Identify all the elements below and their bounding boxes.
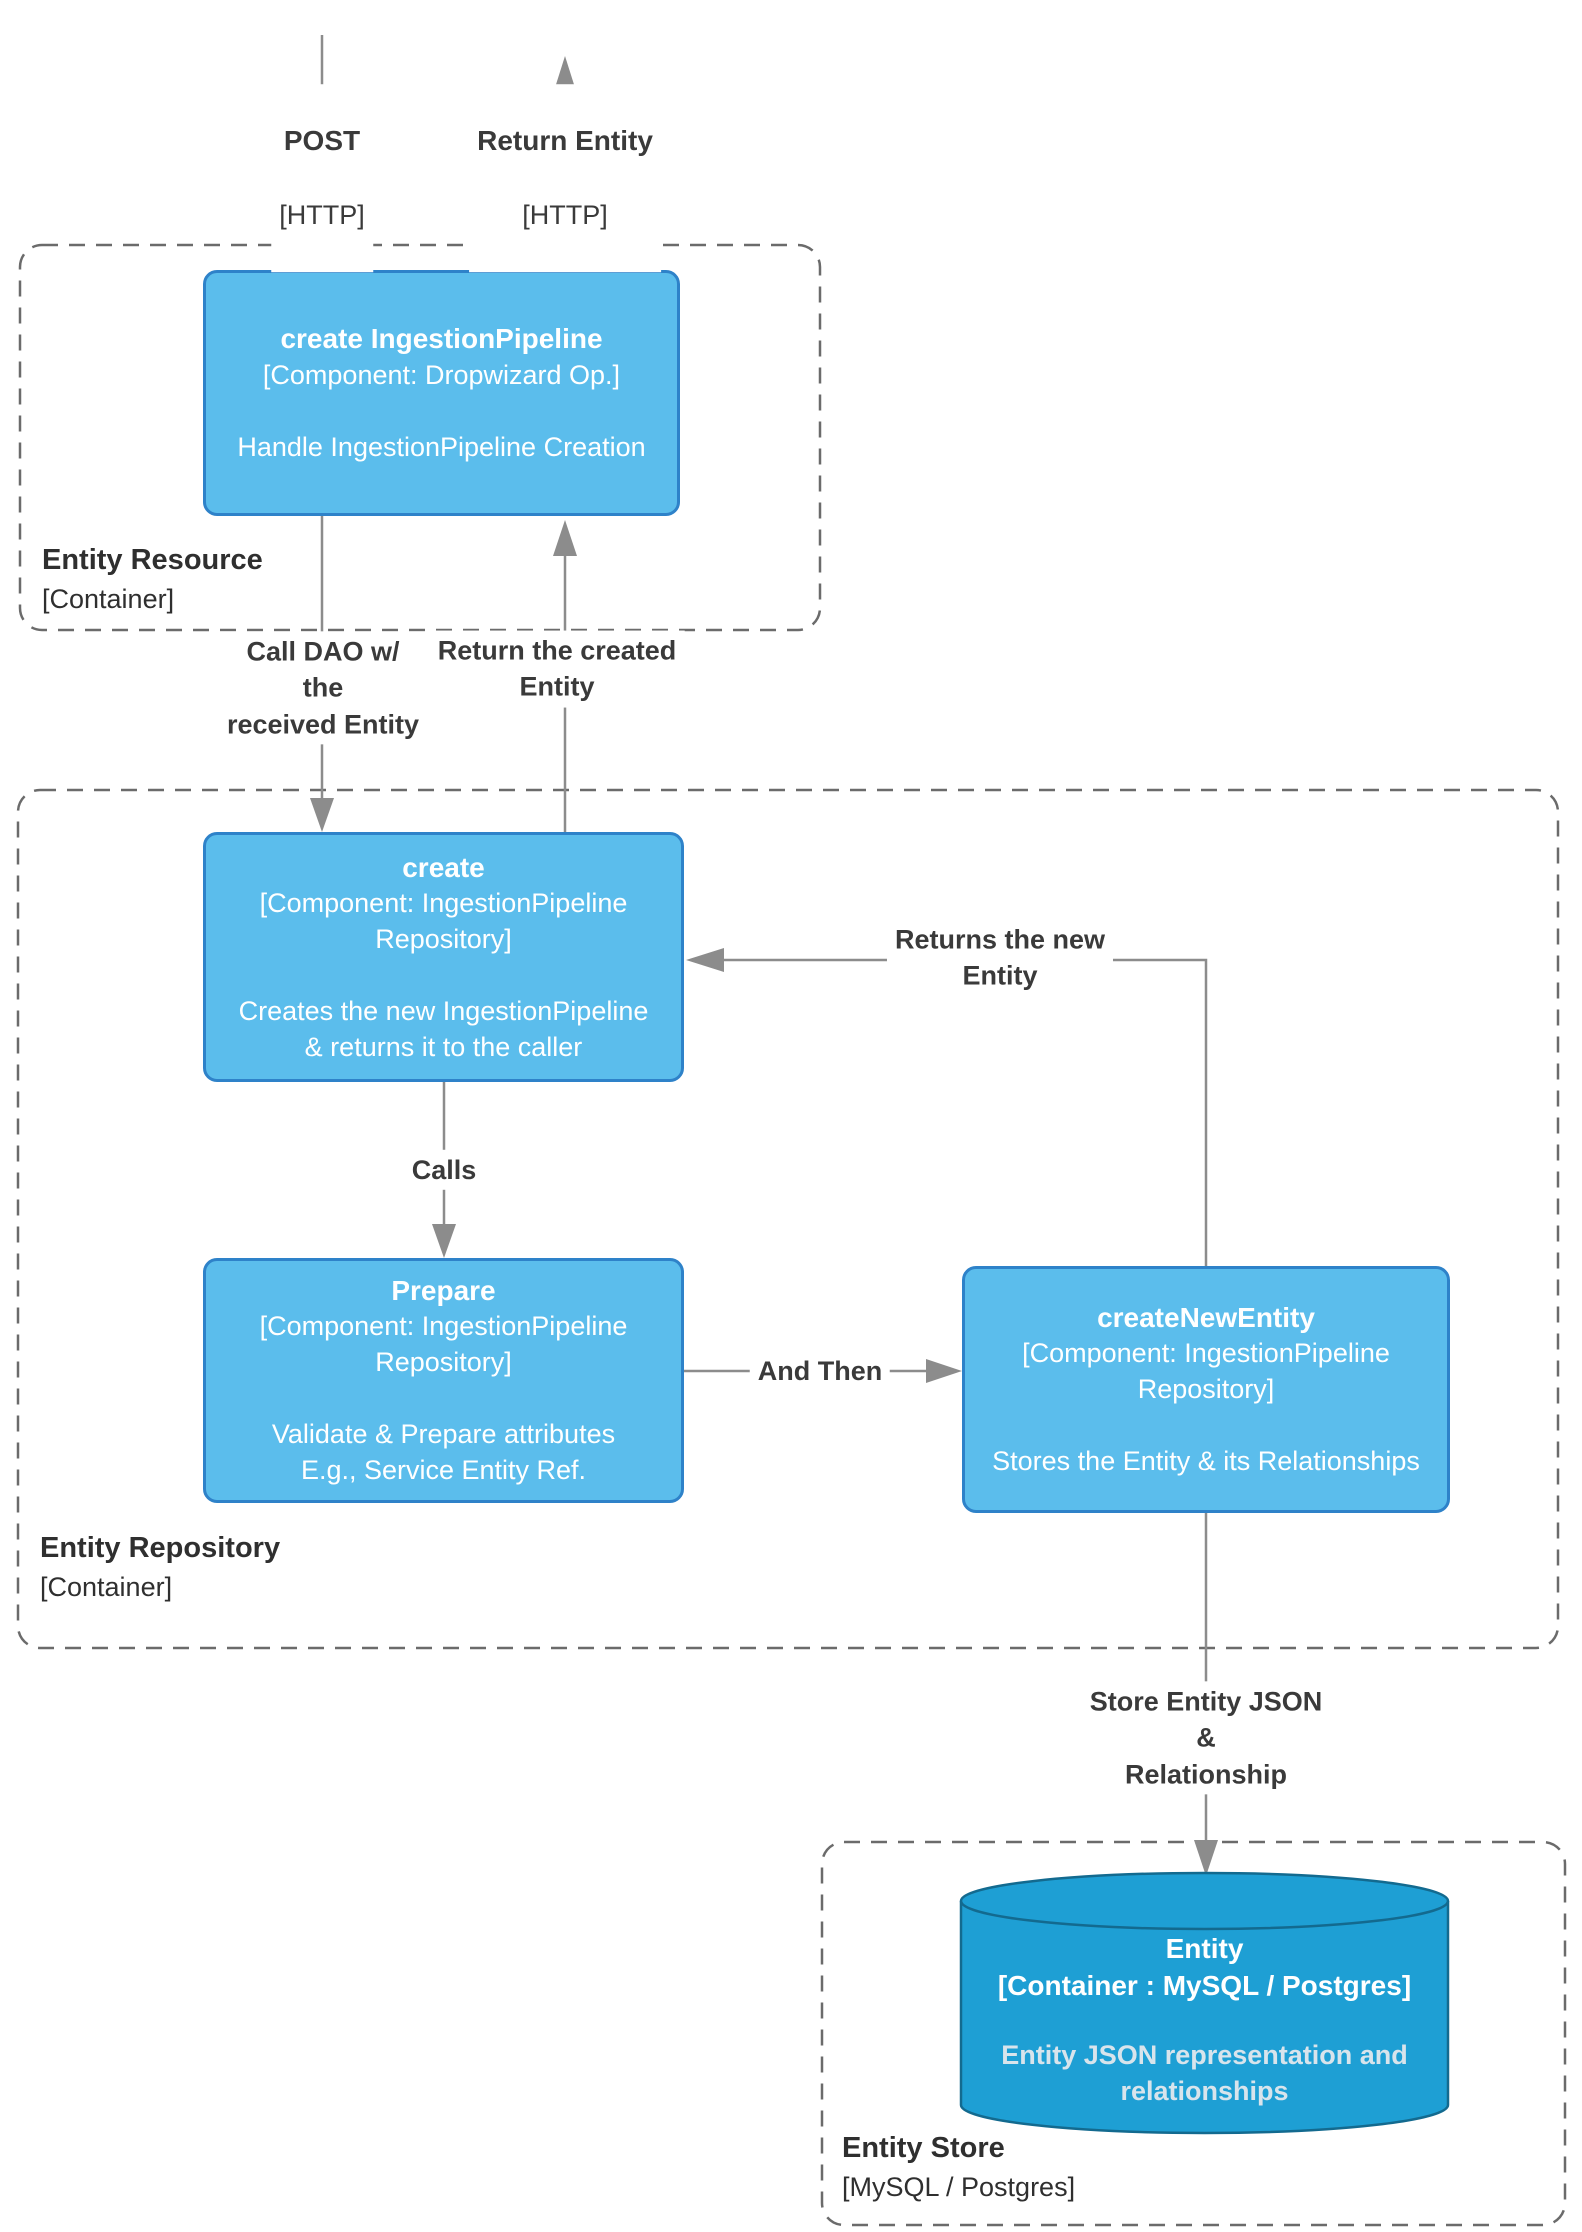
edge-label-calls: Calls (403, 1149, 485, 1191)
node-component: [Component: IngestionPipeline Repository… (259, 1311, 628, 1378)
node-create: create [Component: IngestionPipeline Rep… (203, 832, 684, 1082)
edge-label-call-dao: Call DAO w/ the received Entity (218, 631, 428, 745)
arrow-returns-new-line (724, 958, 1208, 1266)
container-label-entity-store: Entity Store [MySQL / Postgres] (842, 2128, 1075, 2206)
arrow-call-dao-head-icon (310, 798, 334, 832)
node-description: Creates the new IngestionPipeline & retu… (238, 995, 649, 1062)
edge-label-method: POST (283, 125, 361, 157)
node-component: [Component: IngestionPipeline Repository… (259, 887, 628, 954)
container-entity-store-border (820, 1840, 1567, 2227)
edge-label-protocol: [HTTP] (279, 199, 365, 230)
container-name: Entity Store (842, 2132, 1005, 2164)
database-cylinder-top (959, 1871, 1450, 1931)
container-type: [Container] (40, 1571, 173, 1602)
node-title: createNewEntity (1097, 1302, 1315, 1334)
edge-label-store: Store Entity JSON & Relationship (1081, 1681, 1331, 1795)
node-description: Validate & Prepare attributes E.g., Serv… (271, 1419, 616, 1486)
arrow-returns-new-head-icon (686, 948, 724, 972)
container-name: Entity Repository (40, 1532, 281, 1564)
node-component: [Component: IngestionPipeline Repository… (1022, 1338, 1390, 1405)
database-cylinder-body (959, 1901, 1450, 2135)
node-description: Handle IngestionPipeline Creation (237, 431, 646, 462)
container-type: [MySQL / Postgres] (842, 2171, 1076, 2202)
edge-label-returns-new: Returns the new Entity (886, 919, 1114, 997)
node-title: create (402, 851, 485, 883)
container-label-entity-resource: Entity Resource [Container] (42, 540, 263, 618)
container-type: [Container] (42, 583, 175, 614)
arrow-return-created-head-icon (553, 520, 577, 556)
node-create-ingestion-pipeline: create IngestionPipeline [Component: Dro… (203, 270, 680, 516)
edge-label-post: POST [HTTP] (271, 84, 373, 272)
edge-label-method: Return Entity (477, 125, 653, 157)
edge-label-protocol: [HTTP] (522, 199, 608, 230)
container-label-entity-repository: Entity Repository [Container] (40, 1528, 280, 1606)
arrow-and-then-head-icon (926, 1359, 962, 1383)
container-entity-resource-border (18, 243, 822, 632)
node-component: [Component: Dropwizard Op.] (262, 359, 621, 390)
node-prepare: Prepare [Component: IngestionPipeline Re… (203, 1258, 684, 1503)
database-description: Entity JSON representation and relations… (1001, 2040, 1408, 2107)
database-entity: Entity [Container : MySQL / Postgres] En… (961, 1930, 1448, 2110)
arrow-store-head-icon (1194, 1840, 1218, 1876)
container-name: Entity Resource (42, 544, 263, 576)
edge-label-and-then: And Then (749, 1350, 891, 1392)
node-title: create IngestionPipeline (280, 323, 603, 355)
arrow-calls-head-icon (432, 1224, 456, 1258)
edge-label-return-entity: Return Entity [HTTP] (469, 84, 661, 272)
database-component: [Container : MySQL / Postgres] (997, 1970, 1412, 2002)
node-create-new-entity: createNewEntity [Component: IngestionPip… (962, 1266, 1450, 1513)
edge-label-return-created: Return the created Entity (429, 630, 685, 708)
database-title: Entity (1165, 1933, 1244, 1964)
node-title: Prepare (391, 1275, 496, 1307)
node-description: Stores the Entity & its Relationships (992, 1446, 1420, 1477)
